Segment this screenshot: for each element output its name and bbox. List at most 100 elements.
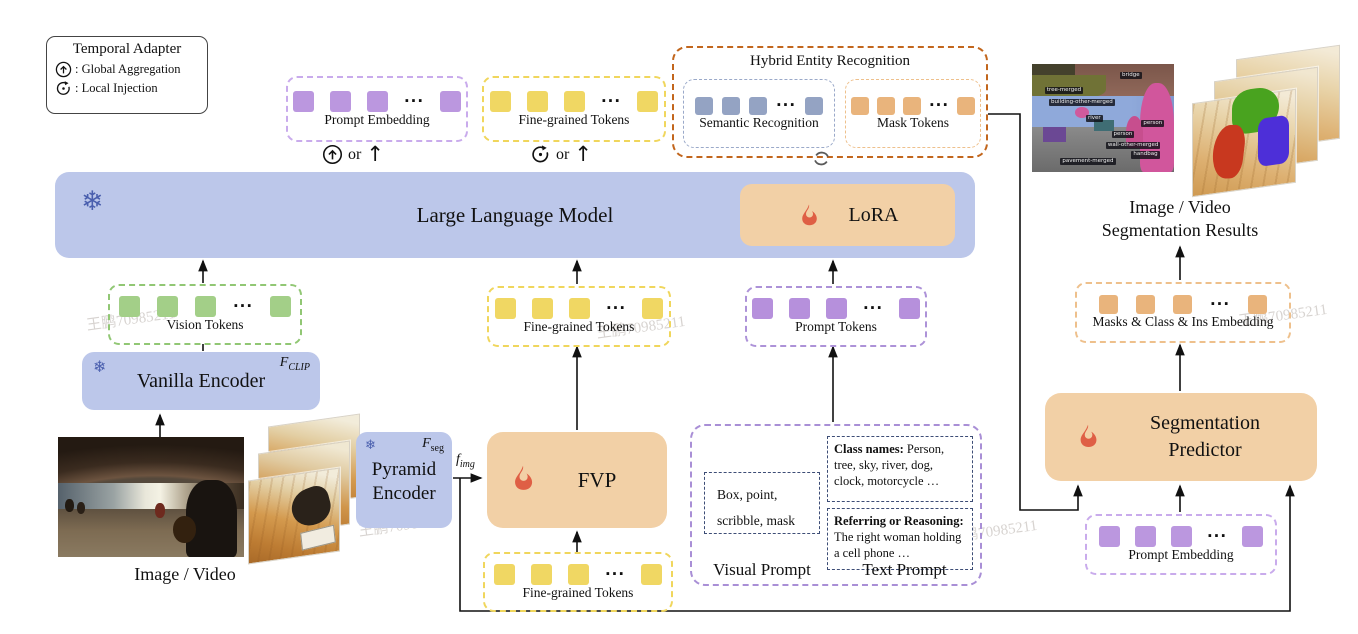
- token-square: [1098, 295, 1118, 315]
- fimg-label: fimg: [456, 452, 475, 470]
- seg-rock-region: [1094, 120, 1115, 131]
- token-square: [1135, 295, 1155, 315]
- token-square: [748, 96, 767, 115]
- fine-grained-bottom-group: ···Fine-grained Tokens: [483, 552, 673, 612]
- result-mask-red: [1210, 124, 1248, 179]
- token-square: [489, 90, 511, 112]
- input-image: [58, 437, 244, 557]
- input-label: Image / Video: [134, 564, 236, 584]
- ellipsis-dots: ···: [605, 299, 627, 318]
- seg-chip: building-other-merged: [1049, 98, 1115, 106]
- pyramid-encoder-box: ❄ Fseg Pyramid Encoder: [356, 432, 452, 528]
- photo-handbag: [173, 516, 196, 543]
- photo-person: [76, 501, 85, 514]
- legend-local-label: : Local Injection: [75, 81, 158, 95]
- segmentation-predictor-box: Segmentation Predictor: [1045, 393, 1317, 481]
- segmentation-predictor-title: Segmentation Predictor: [1150, 412, 1260, 461]
- semantic-recognition-group: ···Semantic Recognition: [683, 79, 835, 148]
- input-video-stack: [248, 413, 360, 570]
- cycle-icon: [814, 151, 829, 166]
- token-square: [1098, 526, 1120, 548]
- referring-box: Referring or Reasoning: The right woman …: [827, 508, 973, 570]
- fire-icon: [515, 465, 533, 490]
- ellipsis-dots: ···: [604, 564, 626, 583]
- token-square: [270, 296, 292, 318]
- token-square: [694, 96, 713, 115]
- ellipsis-dots: ···: [1209, 295, 1231, 314]
- seg-chip: river: [1085, 114, 1103, 122]
- token-square: [118, 296, 140, 318]
- token-square: [721, 96, 740, 115]
- token-group-label: Mask Tokens: [877, 114, 949, 130]
- token-square: [899, 298, 921, 320]
- snowflake-icon: ❄: [81, 186, 104, 217]
- ellipsis-dots: ···: [928, 96, 950, 115]
- result-video-stack: [1192, 44, 1342, 198]
- seg-chip: bridge: [1120, 71, 1142, 79]
- seg-dark-corner: [1032, 64, 1075, 77]
- or-label: or: [348, 145, 362, 163]
- wire-fimg-to-predictor: [459, 478, 1295, 612]
- local-adapter-row: or ↑: [530, 144, 592, 165]
- token-square: [530, 563, 552, 585]
- pyramid-encoder-title: Pyramid Encoder: [371, 459, 437, 504]
- token-square: [567, 563, 589, 585]
- token-square: [440, 90, 462, 112]
- token-square: [1170, 526, 1192, 548]
- local-injection-icon: [532, 145, 549, 163]
- fseg-label: Fseg: [422, 436, 444, 454]
- fire-icon: [1080, 424, 1097, 448]
- photo-woman-silhouette: [186, 480, 237, 557]
- token-group-label: Semantic Recognition: [699, 114, 819, 130]
- token-square: [876, 96, 895, 115]
- photo-person: [154, 503, 165, 518]
- token-group-label: Prompt Embedding: [1128, 547, 1234, 563]
- token-group-label: Prompt Embedding: [324, 111, 430, 127]
- up-arrow-icon: ↑: [366, 142, 384, 166]
- lora-box: LoRA: [740, 184, 955, 246]
- global-aggregation-icon: [322, 144, 343, 165]
- global-aggregation-icon: [55, 61, 72, 78]
- fine-grained-top-group: ···Fine-grained Tokens: [482, 76, 666, 142]
- masks-class-ins-group: ···Masks & Class & Ins Embedding: [1075, 282, 1291, 343]
- referring-title: Referring or Reasoning:: [834, 514, 964, 528]
- token-square: [825, 298, 847, 320]
- ellipsis-dots: ···: [403, 91, 425, 110]
- token-square: [526, 90, 548, 112]
- token-group-label: Masks & Class & Ins Embedding: [1092, 314, 1274, 330]
- token-square: [531, 298, 553, 320]
- token-square: [902, 96, 921, 115]
- token-square: [1242, 526, 1264, 548]
- temporal-adapter-legend: Temporal Adapter : Global Aggregation : …: [46, 36, 208, 114]
- visual-prompt-box: Box, point, scribble, mask: [704, 472, 820, 534]
- ellipsis-dots: ···: [600, 91, 622, 110]
- snowflake-icon: ❄: [365, 438, 376, 453]
- token-square: [1134, 526, 1156, 548]
- result-label: Image / Video Segmentation Results: [1101, 197, 1259, 241]
- seg-person-region: [1139, 83, 1174, 172]
- seg-pink-blob: [1074, 107, 1089, 118]
- token-square: [957, 96, 976, 115]
- wire-masktokens-to-predictor: [988, 113, 1083, 511]
- prompt-embedding-bottom-group: ···Prompt Embedding: [1085, 514, 1277, 575]
- hybrid-title: Hybrid Entity Recognition: [750, 53, 910, 69]
- seg-purple-region: [1043, 126, 1067, 142]
- seg-chip: wall-other-merged: [1105, 141, 1161, 149]
- result-mask-blue: [1258, 114, 1289, 167]
- token-square: [642, 298, 664, 320]
- legend-global-label: : Global Aggregation: [75, 62, 181, 76]
- prompt-group-box: Box, point, scribble, mask Class names: …: [690, 424, 982, 586]
- or-label: or: [556, 145, 570, 163]
- vision-tokens-group: ···Vision Tokens: [108, 284, 302, 345]
- llm-title: Large Language Model: [416, 202, 614, 227]
- ellipsis-dots: ···: [232, 297, 254, 316]
- token-group-label: Vision Tokens: [166, 317, 244, 333]
- lora-label: LoRA: [848, 203, 899, 226]
- token-group-label: Fine-grained Tokens: [523, 319, 635, 335]
- seg-chip: person: [1141, 120, 1165, 128]
- ellipsis-dots: ···: [1206, 527, 1228, 546]
- ellipsis-dots: ···: [775, 96, 797, 115]
- photo-person: [65, 499, 75, 513]
- global-adapter-row: or ↑: [322, 144, 384, 165]
